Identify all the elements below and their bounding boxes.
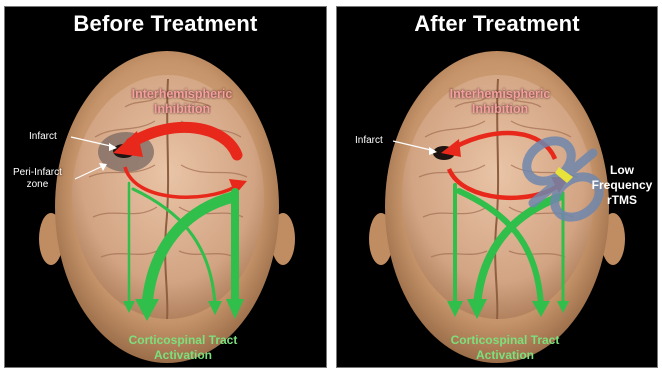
before-treatment-panel: Before Treatment Interhemispheric Inhibi… — [4, 6, 327, 368]
corticospinal-tract-label: Corticospinal Tract Activation — [435, 333, 575, 363]
after-treatment-panel: After Treatment Interhemispheric Inhibit… — [336, 6, 658, 368]
interhemispheric-inhibition-label: Interhemispheric Inhibition — [123, 87, 241, 117]
peri-infarct-zone-label: Peri-Infarct zone — [13, 167, 62, 191]
panel-divider — [330, 6, 332, 366]
panel-title: Before Treatment — [5, 11, 326, 37]
interhemispheric-inhibition-label: Interhemispheric Inhibition — [441, 87, 559, 117]
rtms-label: Low Frequency rTMS — [587, 163, 657, 208]
corticospinal-tract-label: Corticospinal Tract Activation — [113, 333, 253, 363]
panel-title: After Treatment — [337, 11, 657, 37]
infarct-label: Infarct — [355, 135, 383, 147]
infarct-label: Infarct — [29, 131, 57, 143]
